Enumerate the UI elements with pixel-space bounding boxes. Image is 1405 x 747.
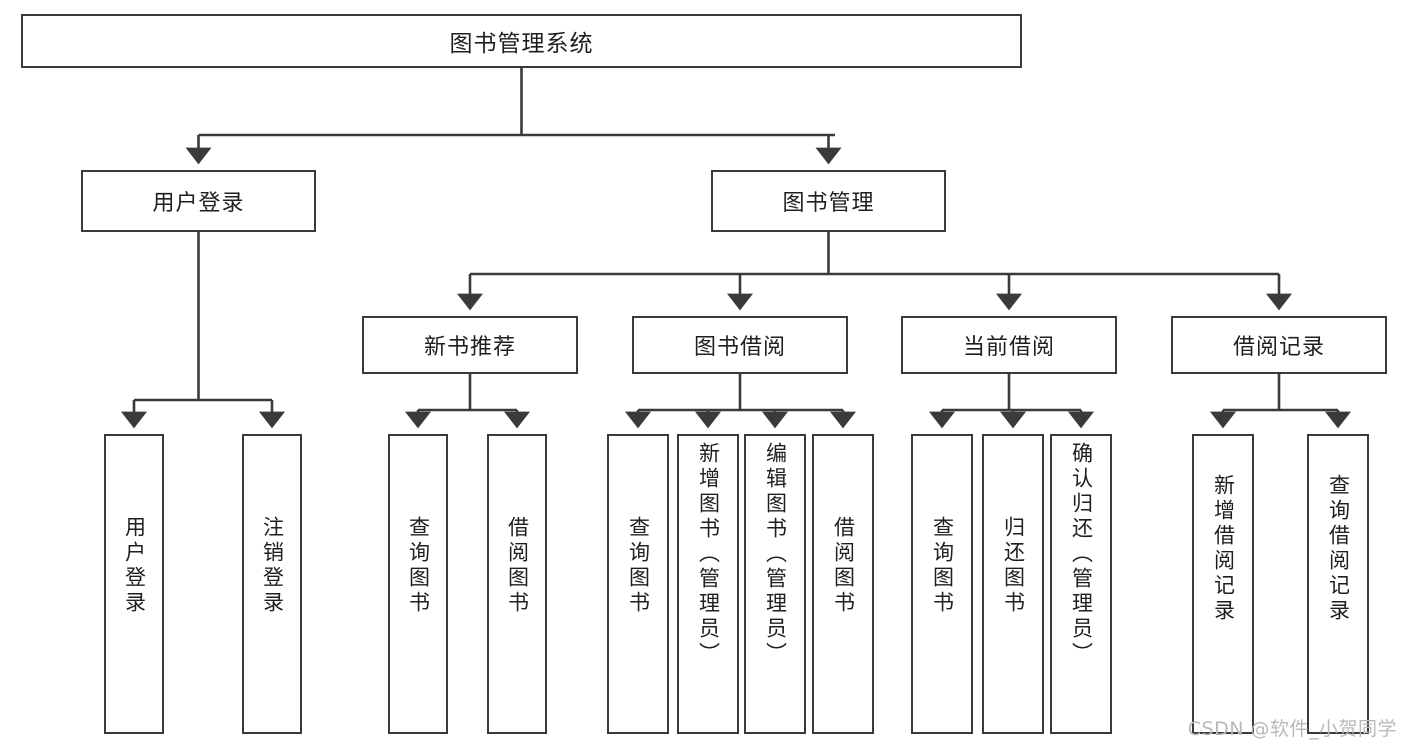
node-book-manage-label: 图书管理 — [782, 191, 875, 216]
node-user-login[interactable]: 用户登录 — [81, 170, 316, 232]
node-leaf-add-borrow-record-label: 新增借阅记录 — [1211, 474, 1236, 624]
node-leaf-query-book-rec-label: 查询图书 — [406, 516, 431, 616]
node-leaf-borrow-book-rec-label: 借阅图书 — [505, 516, 530, 616]
node-book-manage[interactable]: 图书管理 — [711, 170, 946, 232]
node-borrow-record-label: 借阅记录 — [1232, 335, 1325, 360]
node-current-borrow-label: 当前借阅 — [962, 335, 1055, 360]
node-current-borrow[interactable]: 当前借阅 — [901, 316, 1117, 374]
node-leaf-edit-book-admin[interactable]: 编辑图书（管理员） — [744, 434, 806, 734]
node-leaf-return-book[interactable]: 归还图书 — [982, 434, 1044, 734]
node-leaf-add-book-admin-label: 新增图书（管理员） — [696, 442, 721, 667]
node-leaf-add-book-admin[interactable]: 新增图书（管理员） — [677, 434, 739, 734]
node-leaf-user-login-label: 用户登录 — [122, 516, 147, 616]
node-leaf-query-borrow-record[interactable]: 查询借阅记录 — [1307, 434, 1369, 734]
node-leaf-confirm-return-admin[interactable]: 确认归还（管理员） — [1050, 434, 1112, 734]
node-leaf-confirm-return-admin-label: 确认归还（管理员） — [1069, 442, 1094, 667]
node-new-book-recommend-label: 新书推荐 — [423, 335, 516, 360]
node-leaf-query-book-borrow[interactable]: 查询图书 — [607, 434, 669, 734]
node-leaf-logout-login[interactable]: 注销登录 — [242, 434, 302, 734]
node-leaf-user-login[interactable]: 用户登录 — [104, 434, 164, 734]
node-book-borrow[interactable]: 图书借阅 — [632, 316, 848, 374]
node-leaf-query-book-borrow-label: 查询图书 — [626, 516, 651, 616]
node-leaf-query-borrow-record-label: 查询借阅记录 — [1326, 474, 1351, 624]
node-leaf-query-book-rec[interactable]: 查询图书 — [388, 434, 448, 734]
node-root-label: 图书管理系统 — [449, 31, 594, 57]
node-borrow-record[interactable]: 借阅记录 — [1171, 316, 1387, 374]
node-book-borrow-label: 图书借阅 — [693, 335, 786, 360]
node-leaf-query-book-current-label: 查询图书 — [930, 516, 955, 616]
node-root[interactable]: 图书管理系统 — [21, 14, 1022, 68]
node-leaf-return-book-label: 归还图书 — [1001, 516, 1026, 616]
node-leaf-borrow-book[interactable]: 借阅图书 — [812, 434, 874, 734]
node-user-login-label: 用户登录 — [152, 191, 245, 216]
node-leaf-add-borrow-record[interactable]: 新增借阅记录 — [1192, 434, 1254, 734]
node-leaf-borrow-book-label: 借阅图书 — [831, 516, 856, 616]
node-leaf-edit-book-admin-label: 编辑图书（管理员） — [763, 442, 788, 667]
node-new-book-recommend[interactable]: 新书推荐 — [362, 316, 578, 374]
node-leaf-query-book-current[interactable]: 查询图书 — [911, 434, 973, 734]
node-leaf-borrow-book-rec[interactable]: 借阅图书 — [487, 434, 547, 734]
node-leaf-logout-login-label: 注销登录 — [260, 516, 285, 616]
